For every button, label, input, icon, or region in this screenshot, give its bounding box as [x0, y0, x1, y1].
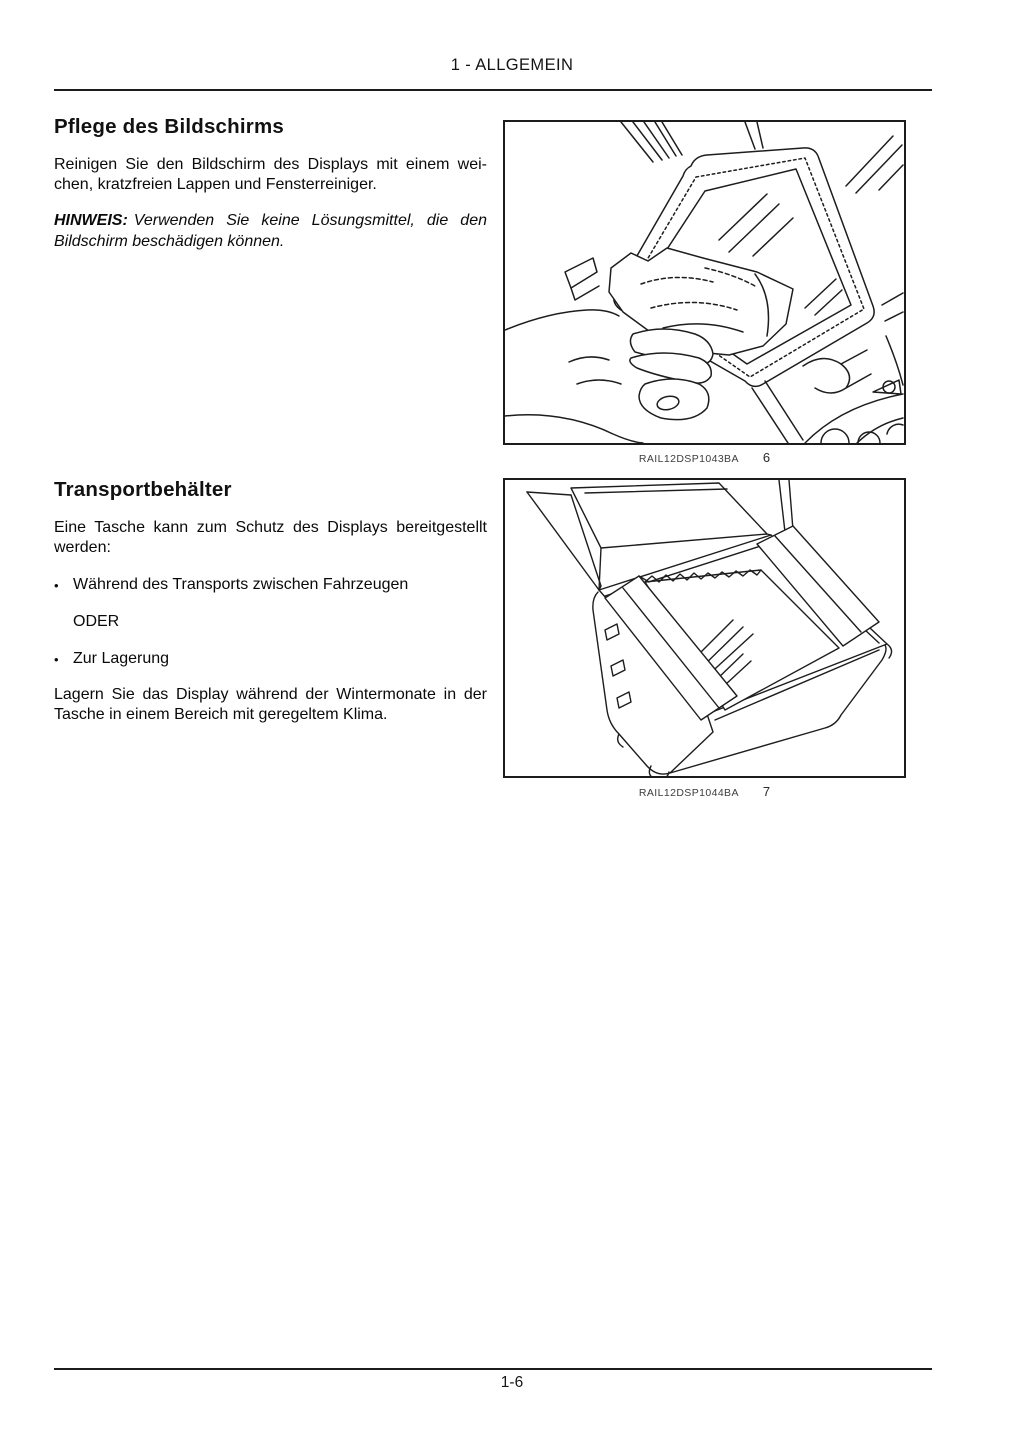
bullet-dot — [54, 575, 73, 595]
bullet-text: Zur Lagerung — [73, 650, 170, 667]
figure-transport-case — [503, 478, 906, 778]
transport-outro-paragraph: Lagern Sie das Display während der Winte… — [54, 686, 487, 723]
page-number: 1-6 — [500, 1374, 524, 1391]
footer-rule — [54, 1368, 932, 1370]
figure-screen-cleaning — [503, 120, 906, 445]
section-screen-care: Pflege des Bildschirms Reinigen Sie den … — [54, 115, 487, 252]
figure-caption: RAIL12DSP1043BA 6 — [503, 450, 906, 465]
section-transport-container: Transportbehälter Eine Tasche kann zum S… — [54, 478, 487, 725]
section-heading-screen-care: Pflege des Bildschirms — [54, 115, 284, 138]
figure-code: RAIL12DSP1044BA — [638, 787, 739, 799]
figure-number: 6 — [762, 450, 771, 465]
screen-care-note: HINWEIS:Verwenden Sie keine Lösungsmitte… — [54, 210, 487, 252]
figure-code: RAIL12DSP1043BA — [638, 453, 739, 465]
screen-care-paragraph: Reinigen Sie den Bildschirm des Displays… — [54, 156, 487, 193]
section-heading-transport: Transportbehälter — [54, 478, 232, 501]
transport-intro-paragraph: Eine Tasche kann zum Schutz des Displays… — [54, 519, 487, 556]
screen-cleaning-illustration — [505, 122, 904, 443]
transport-case-illustration — [526, 480, 893, 776]
figure-number: 7 — [762, 784, 771, 799]
header-rule — [54, 89, 932, 91]
chapter-header: 1 - ALLGEMEIN — [450, 56, 574, 74]
figure-caption: RAIL12DSP1044BA 7 — [503, 784, 906, 799]
note-text: Verwenden Sie keine Lösungsmittel, die d… — [54, 212, 487, 250]
list-item: Während des Transports zwischen Fahrzeug… — [54, 575, 487, 595]
note-label: HINWEIS: — [54, 212, 128, 229]
or-connector: ODER — [73, 613, 120, 630]
list-item: Zur Lagerung — [54, 649, 487, 669]
bullet-text: Während des Transports zwischen Fahrzeug… — [73, 576, 409, 593]
bullet-dot — [54, 649, 73, 669]
